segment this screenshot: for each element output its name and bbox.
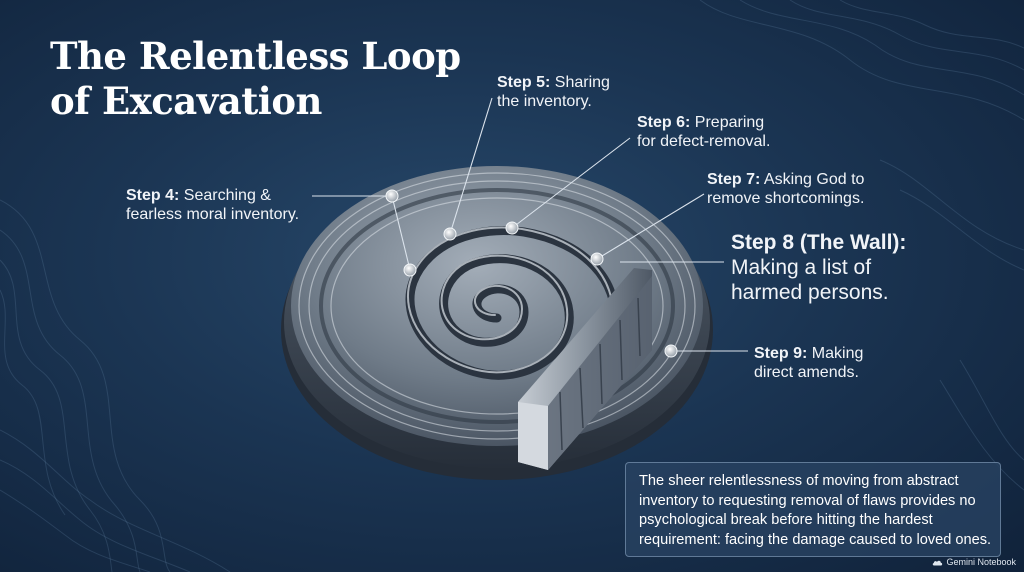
marker-step-7	[590, 252, 604, 266]
step-4-label: Step 4: Searching & fearless moral inven…	[126, 186, 299, 224]
step-4-text-2: fearless moral inventory.	[126, 206, 300, 223]
disk-grain	[298, 172, 696, 440]
page-title: The Relentless Loop of Excavation	[50, 34, 461, 124]
explanation-note: The sheer relentlessness of moving from …	[625, 462, 1001, 557]
step-9-text-1: Making	[811, 345, 864, 362]
wall	[518, 268, 652, 470]
step-5-title: Step 5:	[497, 74, 551, 91]
step-7-text-2: remove shortcomings.	[707, 190, 865, 207]
step-6-title: Step 6:	[637, 114, 691, 131]
step-markers	[385, 189, 678, 358]
step-8-text-2: harmed persons.	[731, 281, 889, 304]
step-9-title: Step 9:	[754, 345, 808, 362]
step-5-text-1: Sharing	[554, 74, 610, 91]
cloud-icon	[933, 560, 943, 565]
step-9-label: Step 9: Making direct amends.	[754, 344, 863, 382]
step-8-label: Step 8 (The Wall): Making a list of harm…	[731, 230, 906, 305]
marker-step-4	[385, 189, 399, 203]
step-7-text-1: Asking God to	[763, 171, 865, 188]
marker-step-6	[505, 221, 519, 235]
step-6-text-1: Preparing	[694, 114, 765, 131]
step-8-text-1: Making a list of	[731, 256, 872, 279]
marker-step-5	[443, 227, 457, 241]
leader-step-6	[511, 137, 631, 229]
footer-brand-text: Gemini Notebook	[946, 557, 1016, 567]
step-5-label: Step 5: Sharing the inventory.	[497, 73, 610, 111]
step-6-label: Step 6: Preparing for defect-removal.	[637, 113, 770, 151]
marker-step-9	[664, 344, 678, 358]
step-8-title: Step 8 (The Wall):	[731, 231, 907, 254]
step-7-label: Step 7: Asking God to remove shortcoming…	[707, 170, 864, 208]
step-4-title: Step 4:	[126, 187, 180, 204]
note-text: The sheer relentlessness of moving from …	[639, 473, 992, 548]
spiral-groove	[405, 225, 620, 380]
step-7-title: Step 7:	[707, 171, 761, 188]
leader-step-5	[449, 97, 493, 235]
title-line-1: The Relentless Loop	[50, 34, 461, 78]
leader-step-7	[596, 193, 705, 260]
title-line-2: of Excavation	[50, 79, 322, 123]
step-5-text-2: the inventory.	[497, 93, 592, 110]
leader-step-4b	[391, 195, 411, 271]
marker-step-4b	[403, 263, 417, 277]
step-9-text-2: direct amends.	[754, 364, 859, 381]
leader-lines	[312, 97, 748, 352]
step-4-text-1: Searching &	[183, 187, 271, 204]
step-6-text-2: for defect-removal.	[637, 133, 771, 150]
footer-brand: Gemini Notebook	[932, 557, 1016, 567]
